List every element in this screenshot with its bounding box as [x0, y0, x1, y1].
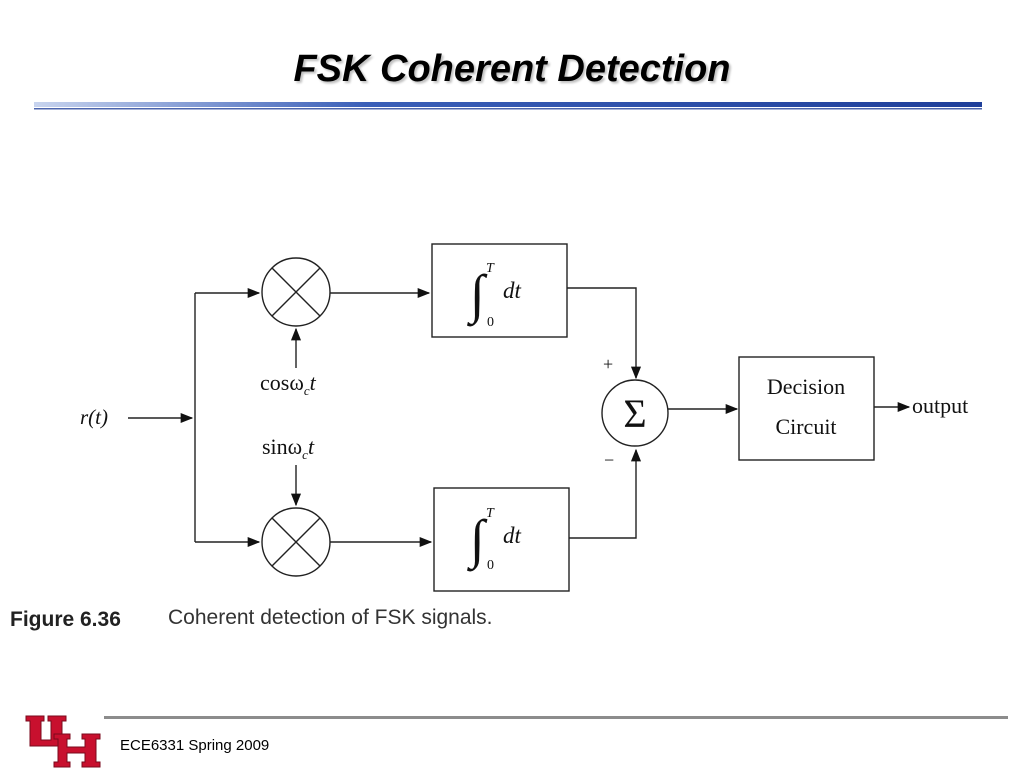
lower-integrator — [433, 487, 570, 592]
integrator-dt: dt — [503, 278, 522, 303]
decision-label-line2: Circuit — [775, 414, 836, 439]
upper-limit: T — [486, 506, 495, 521]
footer-text: ECE6331 Spring 2009 — [120, 737, 270, 754]
title-underline — [34, 102, 982, 110]
integrator-dt: dt — [503, 523, 522, 548]
lower-limit: 0 — [487, 558, 494, 573]
footer-rule — [104, 716, 1008, 719]
page-title: FSK Coherent Detection — [293, 48, 731, 90]
cos-carrier-label: cosωct — [260, 370, 317, 398]
integral-sign-icon: ∫ — [467, 509, 488, 572]
figure-label: Figure 6.36 — [10, 608, 121, 631]
sin-carrier-label: sinωct — [262, 434, 315, 462]
decision-circuit — [738, 356, 875, 461]
upper-int-to-sum-line — [567, 287, 642, 380]
sigma-icon: Σ — [623, 391, 646, 436]
minus-sign: − — [604, 450, 614, 470]
upper-integrator — [431, 243, 568, 338]
summer — [601, 379, 669, 447]
input-label: r(t) — [80, 405, 108, 429]
integral-sign-icon: ∫ — [467, 264, 488, 327]
figure-caption: Coherent detection of FSK signals. — [168, 606, 493, 629]
lower-limit: 0 — [487, 315, 494, 330]
upper-limit: T — [486, 261, 495, 276]
plus-sign: + — [603, 354, 613, 374]
upper-multiplier — [261, 257, 331, 327]
decision-label-line1: Decision — [767, 374, 845, 399]
output-label: output — [912, 393, 968, 418]
lower-int-to-sum-line — [569, 448, 642, 539]
university-logo-icon — [25, 715, 101, 768]
